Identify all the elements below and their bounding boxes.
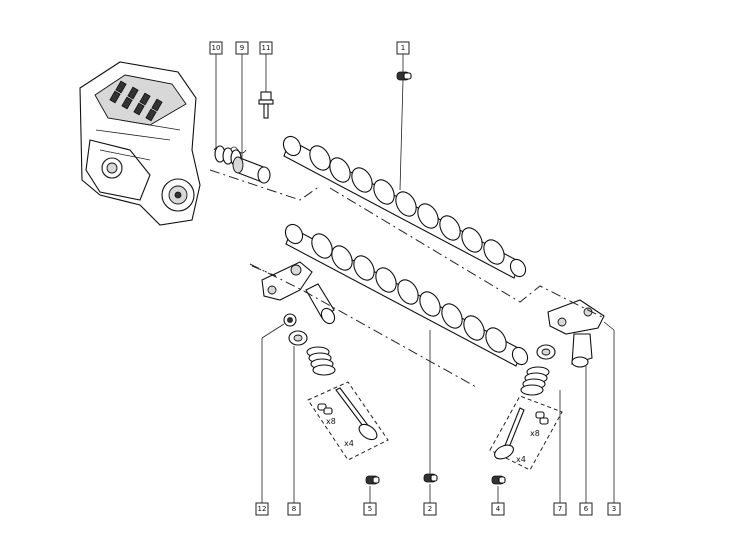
cap-part-1 — [396, 71, 412, 81]
callout-7: 7 — [553, 502, 567, 516]
cap-part-4 — [491, 475, 506, 485]
keeper-quantity-left: x8 — [326, 417, 336, 426]
svg-text:7: 7 — [558, 505, 562, 513]
svg-text:5: 5 — [368, 505, 372, 513]
svg-text:2: 2 — [428, 505, 432, 513]
valve-group-left: x8 x4 — [307, 381, 389, 461]
camshaft-upper — [282, 135, 527, 279]
callout-6: 6 — [579, 502, 593, 516]
callout-10: 10 — [209, 41, 223, 55]
valve-spring-left — [288, 330, 336, 376]
cap-part-2 — [423, 473, 438, 483]
camshaft-lower — [284, 223, 529, 367]
leader-lines — [215, 54, 615, 503]
sleeve-part — [232, 156, 271, 184]
callout-9: 9 — [235, 41, 249, 55]
callout-8: 8 — [287, 502, 301, 516]
bolt-part — [258, 91, 274, 119]
cap-part-5 — [365, 475, 380, 485]
callout-3: 3 — [607, 502, 621, 516]
valve-spring-right — [520, 344, 556, 396]
callout-2: 2 — [423, 502, 437, 516]
svg-text:9: 9 — [240, 44, 244, 52]
svg-text:12: 12 — [258, 505, 267, 513]
svg-text:4: 4 — [496, 505, 501, 513]
callout-4: 4 — [491, 502, 505, 516]
keeper-quantity-right: x8 — [530, 429, 540, 438]
svg-text:1: 1 — [401, 44, 405, 52]
valve-quantity-right: x4 — [516, 455, 526, 464]
callout-12: 12 — [255, 502, 269, 516]
svg-text:3: 3 — [612, 505, 616, 513]
valve-quantity-left: x4 — [344, 439, 354, 448]
callout-5: 5 — [363, 502, 377, 516]
svg-text:10: 10 — [212, 44, 221, 52]
valve-group-right: x8 x4 — [489, 395, 563, 471]
cam-lobes-upper — [309, 145, 505, 265]
svg-text:11: 11 — [262, 44, 271, 52]
svg-text:8: 8 — [292, 505, 296, 513]
callout-1: 1 — [396, 41, 410, 55]
rocker-assembly-left — [261, 261, 336, 327]
callout-11: 11 — [259, 41, 273, 55]
assembly-dashed-lines — [209, 169, 605, 389]
engine-block-illustration — [79, 61, 201, 226]
rocker-assembly-right — [547, 299, 605, 368]
cam-lobes-lower — [311, 233, 507, 353]
svg-text:6: 6 — [584, 505, 589, 513]
